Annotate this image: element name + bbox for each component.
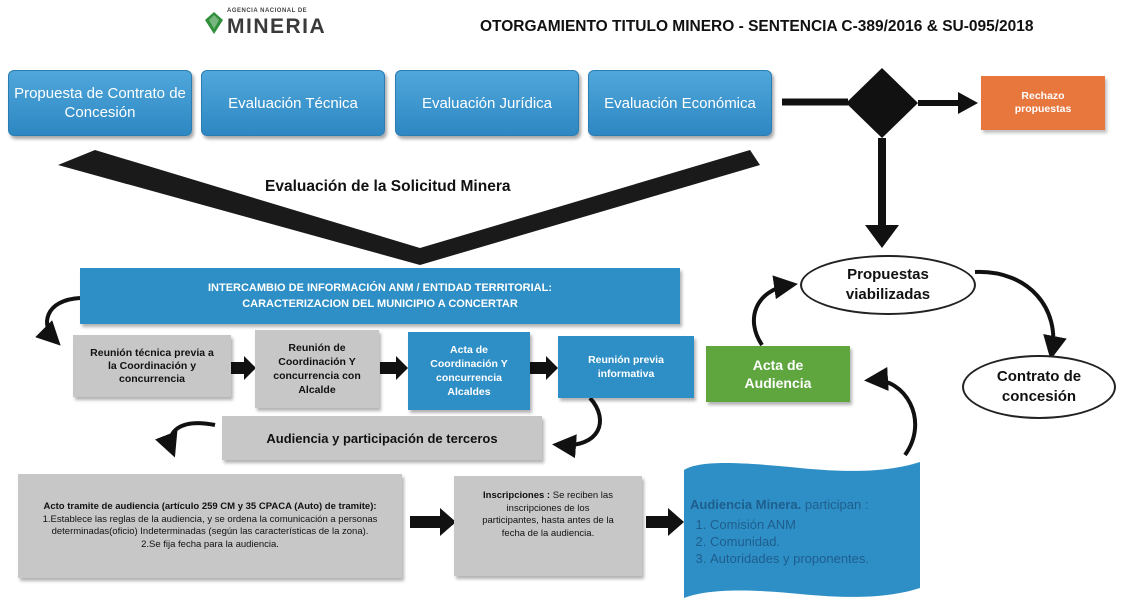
page-title: OTORGAMIENTO TITULO MINERO - SENTENCIA C… [480,18,1034,35]
acto-tramite-title: Acto tramite de audiencia (artículo 259 … [43,501,377,512]
anm-logo: AGENCIA NACIONAL DE MINERIA [205,6,335,42]
audiencia-minera-item: Comisión ANM [710,516,920,533]
funnel-shape [58,150,760,265]
audiencia-minera-list: Comisión ANM Comunidad. Autoridades y pr… [690,516,920,567]
reunion-tecnica-label: Reunión técnica previa a la Coordinación… [90,346,214,385]
acta-coordinacion-label: Acta de Coordinación Y concurrencia Alca… [430,344,508,398]
evaluacion-solicitud-label: Evaluación de la Solicitud Minera [265,178,511,195]
step-evaluacion-economica[interactable]: Evaluación Económica [588,70,772,136]
audiencia-minera-title: Audiencia Minera. [690,497,802,512]
band-line-2: CARACTERIZACION DEL MUNICIPIO A CONCERTA… [242,298,518,310]
acta-audiencia-label: Acta de Audiencia [744,357,812,391]
logo-wordmark: MINERIA [227,15,327,38]
intercambio-informacion-band[interactable]: INTERCAMBIO DE INFORMACIÓN ANM / ENTIDAD… [80,268,680,324]
arrow-head-viabilizadas [865,225,899,248]
audiencia-terceros-label: Audiencia y participación de terceros [266,430,498,446]
audiencia-minera-content[interactable]: Audiencia Minera. participan : Comisión … [690,496,920,567]
block-arrow-5 [646,508,684,536]
audiencia-minera-document [684,462,920,598]
step-propuesta-contrato[interactable]: Propuesta de Contrato de Concesión [8,70,192,136]
curve-acta-to-viabilizadas [751,275,798,347]
rechazo-propuestas-box[interactable]: Rechazo propuestas [981,76,1105,130]
diamond-logo-icon [205,12,223,34]
block-arrow-3 [530,356,558,380]
reunion-coordinacion-label: Reunión de Coordinación Y concurrencia c… [273,342,361,396]
acto-tramite-item-2: 2.Se fija fecha para la audiencia. [141,538,279,550]
block-arrow-4 [410,508,456,536]
audiencia-minera-item: Autoridades y proponentes. [710,550,920,567]
propuestas-viabilizadas-label: Propuestas viabilizadas [845,266,931,303]
logo-subtitle: AGENCIA NACIONAL DE [227,8,308,14]
rechazo-propuestas-label: Rechazo propuestas [1014,90,1072,115]
acto-tramite-box[interactable]: Acto tramite de audiencia (artículo 259 … [18,474,402,578]
audiencia-minera-item: Comunidad. [710,533,920,550]
reunion-coordinacion-box[interactable]: Reunión de Coordinación Y concurrencia c… [255,330,379,408]
band-line-1: INTERCAMBIO DE INFORMACIÓN ANM / ENTIDAD… [207,282,553,294]
audiencia-terceros-box[interactable]: Audiencia y participación de terceros [222,416,542,460]
step-evaluacion-juridica[interactable]: Evaluación Jurídica [395,70,579,136]
audiencia-minera-suffix: participan : [801,497,869,512]
reunion-tecnica-box[interactable]: Reunión técnica previa a la Coordinación… [73,335,231,397]
inscripciones-text: Se reciben las inscripciones de los part… [482,490,614,539]
block-arrow-1 [228,356,256,380]
step-evaluacion-tecnica[interactable]: Evaluación Técnica [201,70,385,136]
inscripciones-heading: Inscripciones : [483,490,551,501]
curve-viabilizadas-to-contrato [974,269,1067,360]
reunion-previa-label: Reunión previa informativa [588,354,664,380]
contrato-concesion-oval[interactable]: Contrato de concesión [962,355,1116,419]
curve-previa-to-audiencia [552,396,602,459]
propuestas-viabilizadas-oval[interactable]: Propuestas viabilizadas [800,255,976,315]
contrato-concesion-label: Contrato de concesión [996,368,1082,405]
curve-minera-to-acta [864,367,918,457]
curve-band-to-reunion [35,296,81,346]
block-arrow-2 [380,356,408,380]
curve-audiencia-to-acto [155,421,216,458]
reunion-previa-box[interactable]: Reunión previa informativa [558,336,694,398]
acta-audiencia-box[interactable]: Acta de Audiencia [706,346,850,402]
inscripciones-box[interactable]: Inscripciones : Se reciben las inscripci… [454,476,642,576]
acta-coordinacion-box[interactable]: Acta de Coordinación Y concurrencia Alca… [408,332,530,410]
acto-tramite-item-1: 1.Establece las reglas de la audiencia, … [42,513,378,538]
decision-diamond [846,68,918,138]
arrow-head-reject [958,92,978,114]
